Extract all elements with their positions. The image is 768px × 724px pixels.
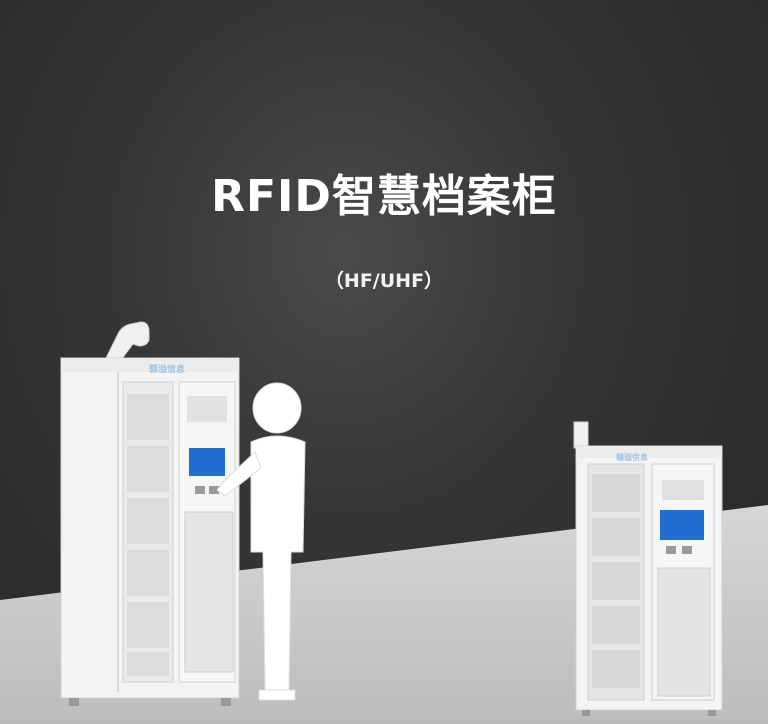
small-left-shelves [592, 474, 640, 688]
left-shelves [127, 394, 169, 676]
cabinet-brand-label: 赣溢信息 [149, 363, 185, 375]
small-cabinet-illustration: 赣溢信息 [573, 421, 723, 716]
page-subtitle: （HF/UHF） [324, 270, 444, 292]
small-touch-screen [660, 510, 704, 540]
person-figure [216, 382, 306, 701]
small-cabinet-brand-label: 赣溢信息 [616, 452, 648, 462]
touch-screen [189, 448, 225, 476]
large-cabinet-illustration: 赣溢信息 [60, 321, 306, 706]
page-title: RFID智慧档案柜 [211, 171, 557, 222]
